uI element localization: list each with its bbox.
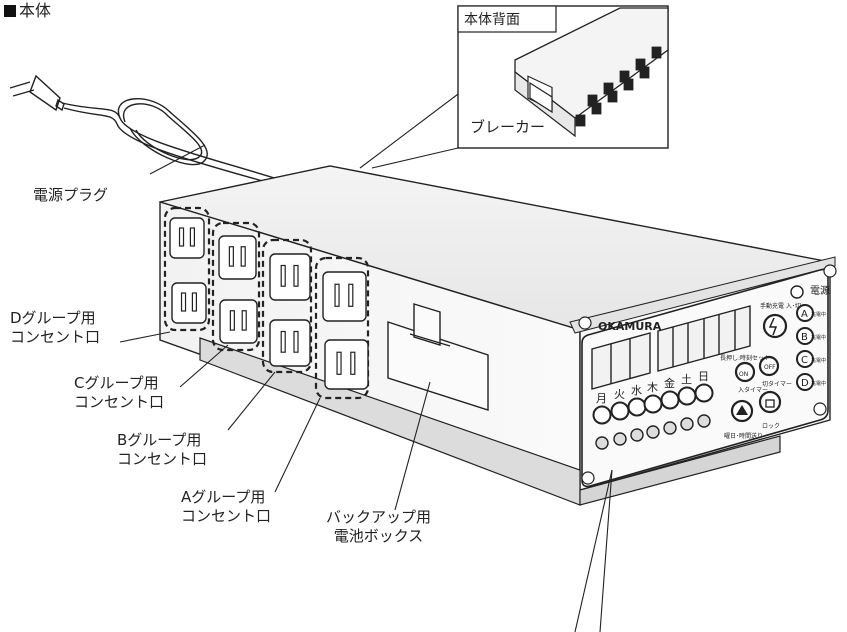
manual-charge-button[interactable]	[762, 313, 788, 339]
charging-letter-b: B	[801, 332, 808, 343]
on-button-text: ON	[739, 371, 748, 378]
outlet-d-1	[169, 217, 205, 259]
group-d-label: Dグループ用コンセント口	[10, 309, 101, 346]
charging-text-a: 充電中	[811, 311, 826, 318]
power-plug	[9, 74, 291, 190]
day-indicator-5	[663, 421, 677, 435]
day-label-5: 金	[664, 376, 675, 390]
group-a-label: Aグループ用コンセント口	[181, 488, 272, 525]
rear-outlet	[575, 114, 586, 127]
outlet-b-1	[269, 253, 311, 301]
day-indicator-1	[595, 436, 609, 450]
day-label-7: 日	[698, 370, 709, 383]
outlet-group-d-outline	[163, 206, 211, 332]
lock-label: ロック	[762, 423, 780, 430]
day-label-6: 土	[681, 373, 692, 386]
lock-icon	[765, 399, 775, 408]
power-indicator	[790, 285, 804, 299]
day-button-4[interactable]	[643, 394, 663, 414]
charging-letter-d: D	[801, 378, 809, 389]
off-button[interactable]	[758, 355, 780, 377]
rear-outlet	[591, 102, 602, 115]
day-label-3: 水	[631, 384, 642, 397]
charging-indicator-b	[796, 327, 814, 345]
outlet-a-1	[322, 271, 367, 322]
day-indicator-6	[680, 417, 694, 431]
outlet-c-1	[218, 235, 257, 280]
day-button-1[interactable]	[592, 405, 612, 425]
battery-box	[387, 303, 489, 411]
brand-logo: OKAMURA	[598, 320, 662, 333]
day-button-2[interactable]	[610, 401, 630, 421]
panel-buttons	[592, 285, 804, 450]
breaker-label: ブレーカー	[468, 118, 548, 137]
power-label: 電源	[810, 284, 830, 297]
outlet-group-a-outline	[314, 256, 370, 400]
triangle-up-icon	[736, 405, 748, 415]
outlets	[169, 217, 369, 390]
outlet-d-2	[171, 282, 207, 324]
on-timer-label: 入タイマー	[738, 386, 768, 394]
manual-charge-label: 手動充電 入･切	[760, 302, 801, 310]
day-label-1: 月	[596, 392, 607, 405]
day-indicator-7	[697, 414, 711, 428]
charging-indicator-d	[796, 373, 814, 391]
long-press-label: 長押し:時刻セット	[720, 354, 770, 362]
outlet-b-2	[269, 319, 311, 367]
charging-indicator-a	[796, 304, 814, 322]
rear-outlet	[639, 66, 650, 79]
day-label-4: 木	[647, 381, 658, 394]
charging-letter-a: A	[801, 309, 808, 320]
charging-text-c: 充電中	[811, 357, 826, 364]
outlet-group-b-outline	[261, 238, 313, 374]
day-button-7[interactable]	[694, 383, 714, 403]
on-button[interactable]	[734, 361, 756, 383]
off-timer-label: 切タイマー	[762, 380, 792, 388]
day-indicator-3	[630, 428, 644, 442]
rear-outlet	[623, 78, 634, 91]
group-c-label: Cグループ用コンセント口	[74, 374, 165, 411]
outlet-c-2	[219, 299, 258, 344]
off-button-text: OFF	[764, 364, 776, 371]
outlet-group-c-outline	[211, 221, 261, 352]
lightning-icon	[768, 317, 778, 336]
title-square-icon	[4, 5, 16, 17]
day-button-3[interactable]	[627, 397, 647, 417]
charging-indicator-c	[796, 350, 814, 368]
group-b-label: Bグループ用コンセント口	[117, 431, 208, 468]
page-title: 本体	[4, 0, 51, 21]
day-button-6[interactable]	[677, 386, 697, 406]
lock-button[interactable]	[758, 390, 782, 414]
day-button-5[interactable]	[660, 390, 680, 410]
inset-title: 本体背面	[464, 12, 520, 28]
day-indicator-2	[613, 432, 627, 446]
day-indicator-4	[646, 425, 660, 439]
plug-label: 電源プラグ	[33, 186, 109, 204]
rear-outlet	[607, 90, 618, 103]
charging-letter-c: C	[801, 355, 808, 366]
day-label-2: 火	[614, 388, 625, 401]
displays	[591, 305, 751, 390]
charging-text-d: 充電中	[811, 380, 826, 387]
rear-outlet	[651, 46, 662, 59]
charging-text-b: 充電中	[811, 334, 826, 341]
outlet-a-2	[324, 339, 369, 390]
battery-label: バックアップ用電池ボックス	[326, 508, 432, 545]
day-time-label: 曜日･時間送り	[724, 432, 763, 440]
day-labels: 月火水木金土日	[596, 370, 709, 405]
